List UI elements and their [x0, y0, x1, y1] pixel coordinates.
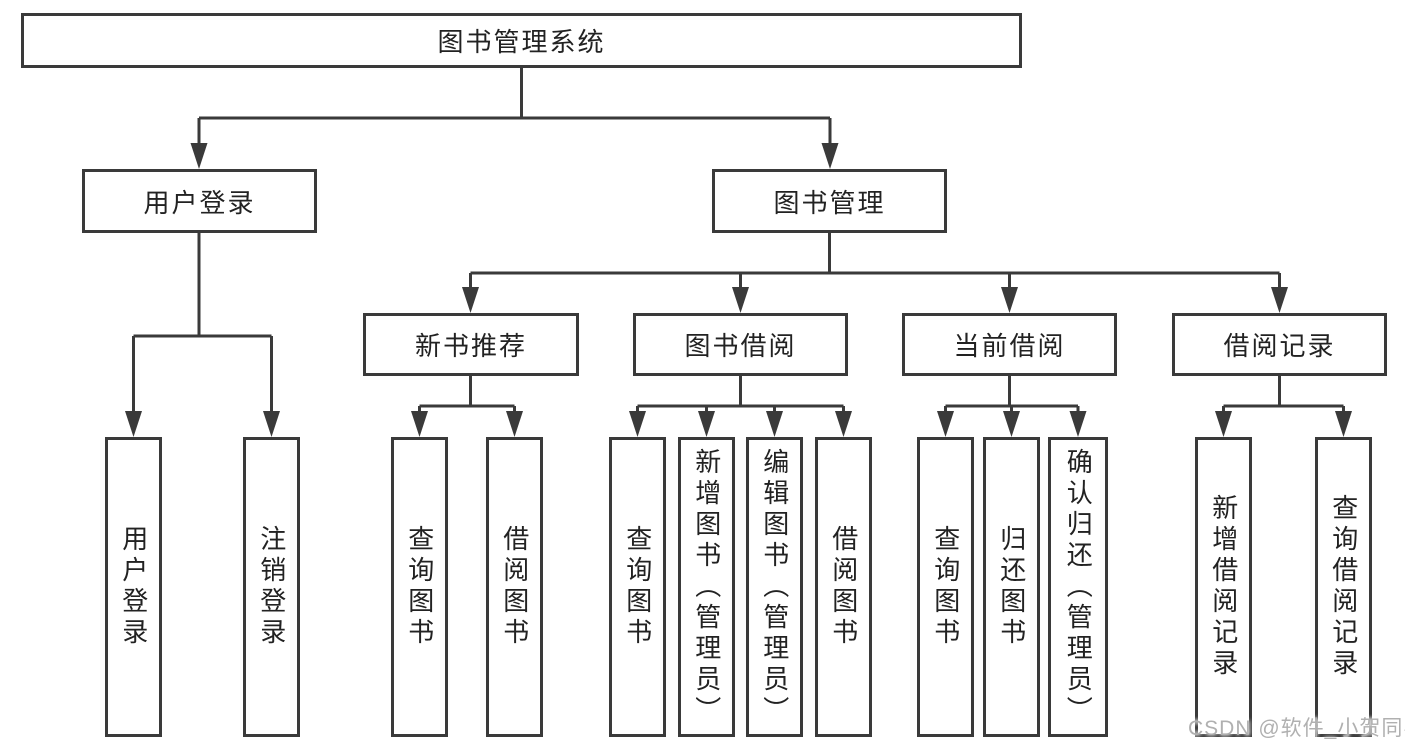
arrow-icon [629, 411, 646, 437]
arrow-icon [506, 411, 523, 437]
arrow-icon [125, 411, 142, 437]
leaf-label: 用户登录 [118, 525, 149, 649]
node-new-book-recommend: 新书推荐 [363, 313, 579, 376]
arrow-icon [766, 411, 783, 437]
leaf-label: 注销登录 [256, 525, 287, 649]
node-label: 图书借阅 [684, 331, 797, 361]
arrow-icon [190, 143, 208, 169]
node-borrow-record: 借阅记录 [1172, 313, 1387, 376]
leaf-current-query-book: 查询图书 [917, 437, 974, 737]
node-user-login: 用户登录 [82, 169, 317, 233]
arrow-icon [937, 411, 954, 437]
arrow-icon [1003, 411, 1020, 437]
connector-lines [132, 68, 1345, 414]
leaf-record-query-borrow-record: 查询借阅记录 [1315, 437, 1372, 737]
arrow-icon [835, 411, 852, 437]
node-label: 借阅记录 [1223, 331, 1336, 361]
leaf-recommend-query-book: 查询图书 [391, 437, 448, 737]
arrow-icon [1001, 287, 1018, 313]
leaf-borrow-borrow-book: 借阅图书 [815, 437, 872, 737]
leaf-label: 归还图书 [996, 525, 1027, 649]
leaf-borrow-query-book: 查询图书 [609, 437, 666, 737]
leaf-recommend-borrow-book: 借阅图书 [486, 437, 543, 737]
node-book-borrow: 图书借阅 [633, 313, 848, 376]
leaf-label: 编辑图书（管理员） [759, 447, 790, 727]
node-current-borrow: 当前借阅 [902, 313, 1117, 376]
leaf-label: 借阅图书 [828, 525, 859, 649]
leaf-borrow-add-book-admin: 新增图书（管理员） [678, 437, 735, 737]
arrow-icon [1069, 411, 1087, 437]
leaf-record-add-borrow-record: 新增借阅记录 [1195, 437, 1252, 737]
node-label: 新书推荐 [414, 331, 527, 361]
leaf-label: 查询借阅记录 [1328, 494, 1359, 680]
arrow-icon [462, 287, 479, 313]
watermark-text: CSDN @软件_小贺同学 [1188, 717, 1405, 740]
node-book-management: 图书管理 [712, 169, 947, 233]
leaf-label: 新增借阅记录 [1208, 494, 1239, 680]
leaf-label: 查询图书 [930, 525, 961, 649]
node-label: 图书管理 [773, 187, 886, 218]
leaf-user-login: 用户登录 [105, 437, 162, 737]
leaf-borrow-edit-book-admin: 编辑图书（管理员） [746, 437, 803, 737]
arrow-icon [1271, 287, 1288, 313]
arrowheads [125, 143, 1352, 437]
arrow-icon [732, 287, 749, 313]
leaf-label: 确认归还（管理员） [1063, 447, 1094, 727]
node-library-management-system: 图书管理系统 [21, 13, 1022, 68]
arrow-icon [411, 411, 428, 437]
node-label: 图书管理系统 [437, 27, 606, 57]
arrow-icon [698, 411, 715, 437]
node-label: 用户登录 [143, 187, 256, 218]
leaf-label: 查询图书 [622, 525, 653, 649]
leaf-current-return-book: 归还图书 [983, 437, 1040, 737]
leaf-label: 新增图书（管理员） [691, 447, 722, 727]
leaf-label: 借阅图书 [499, 525, 530, 649]
node-label: 当前借阅 [953, 331, 1066, 361]
arrow-icon [1215, 411, 1232, 437]
arrow-icon [263, 411, 280, 437]
arrow-icon [1335, 411, 1352, 437]
leaf-logout: 注销登录 [243, 437, 300, 737]
arrow-icon [821, 143, 839, 169]
leaf-current-confirm-return-admin: 确认归还（管理员） [1048, 437, 1108, 737]
leaf-label: 查询图书 [404, 525, 435, 649]
